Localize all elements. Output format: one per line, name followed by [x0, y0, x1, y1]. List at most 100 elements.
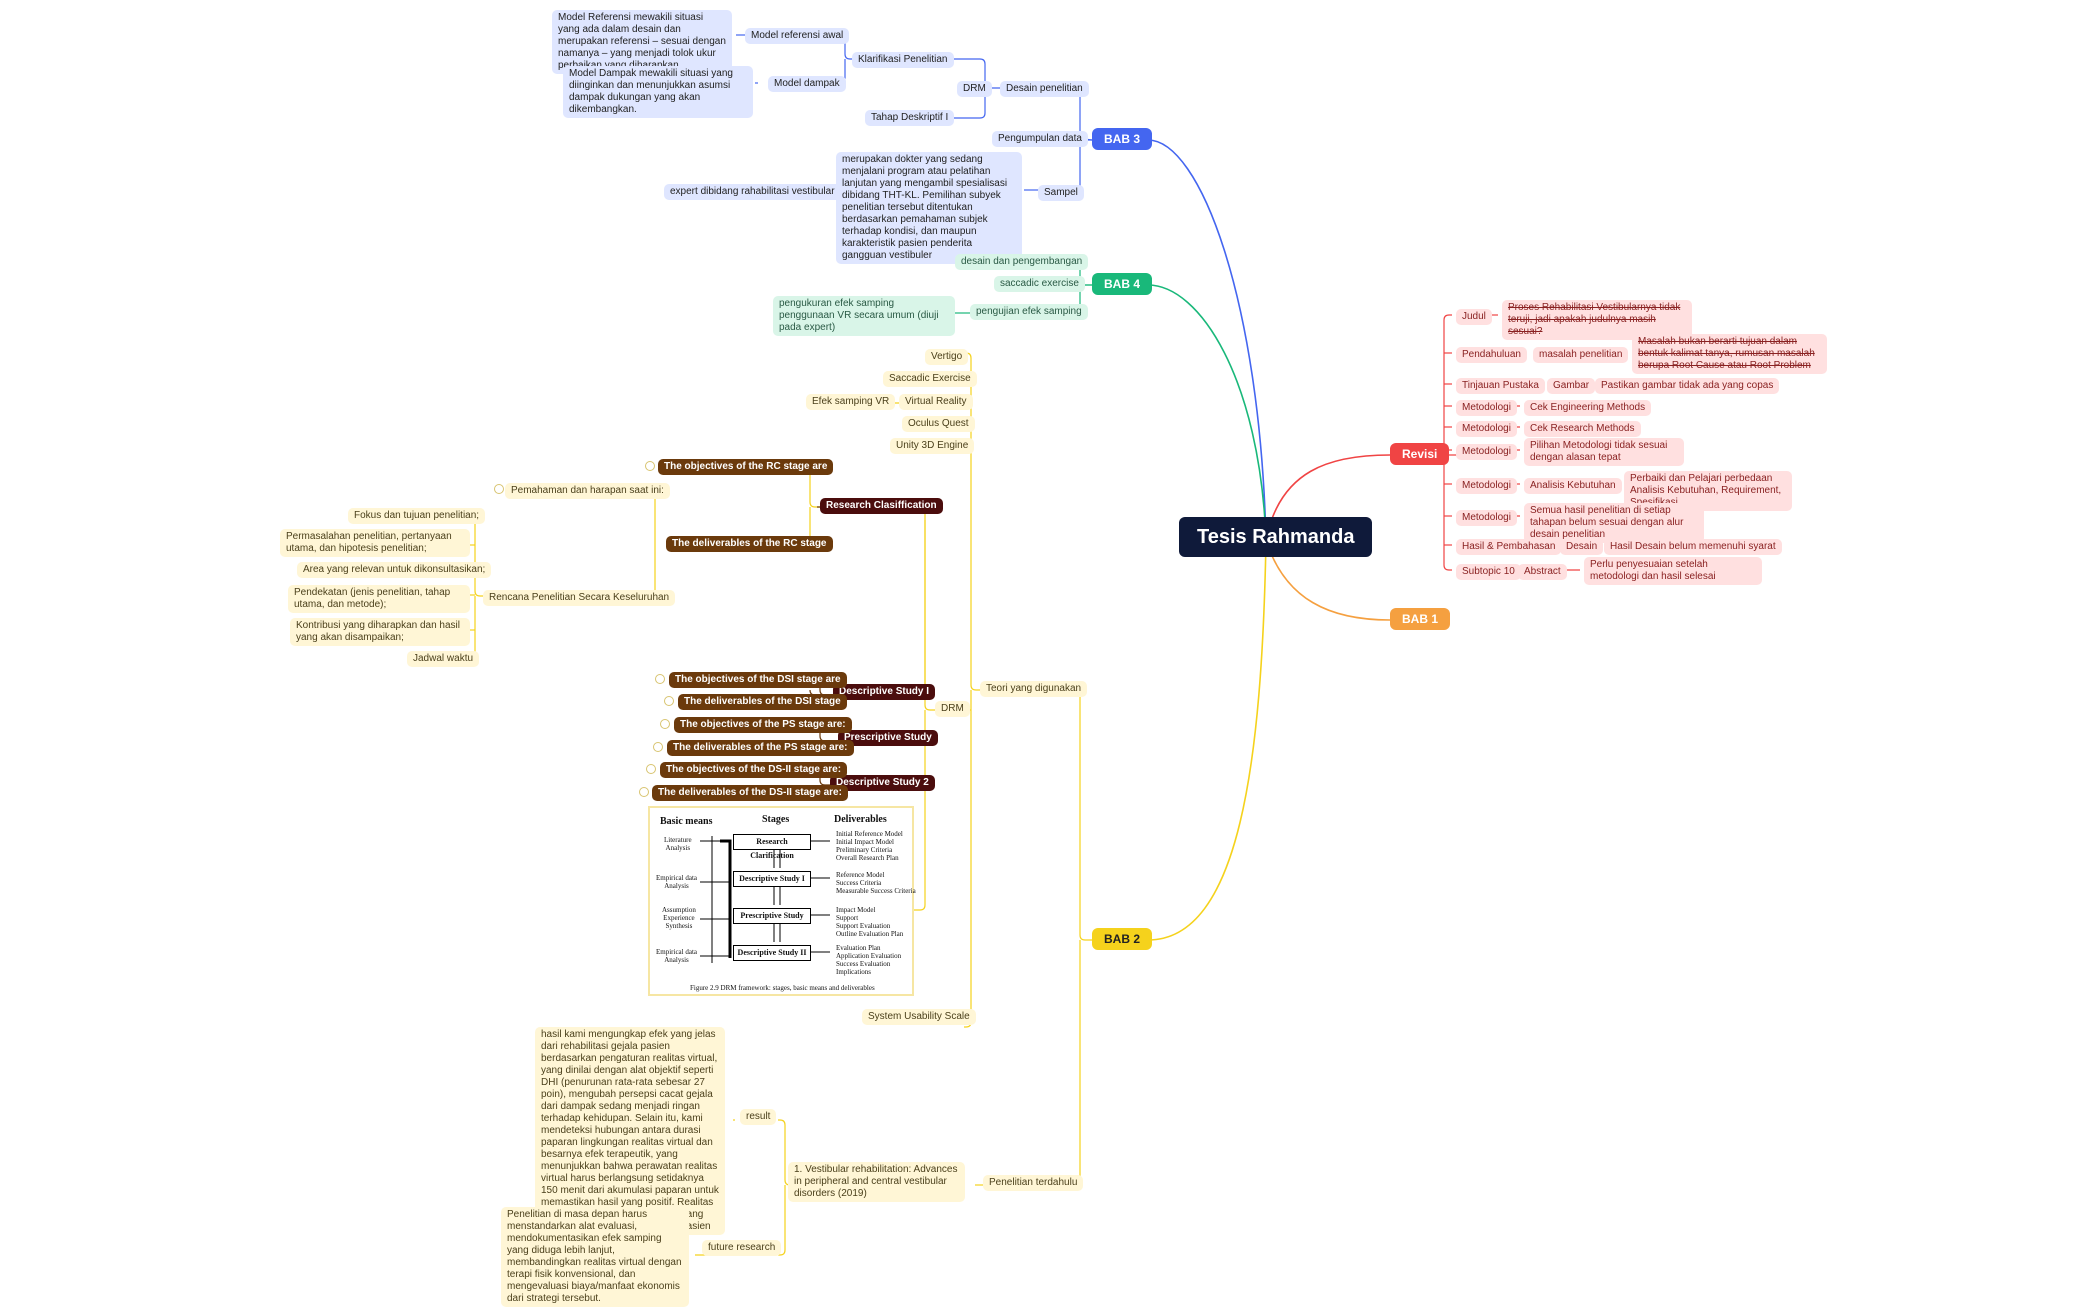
- revisi-masalah[interactable]: masalah penelitian: [1533, 347, 1629, 363]
- revisi-node[interactable]: Revisi: [1390, 443, 1450, 465]
- paper-node[interactable]: 1. Vestibular rehabilitation: Advances i…: [788, 1162, 965, 1202]
- oculus-node[interactable]: Oculus Quest: [902, 416, 975, 432]
- efek-vr-node[interactable]: Efek samping VR: [806, 394, 896, 410]
- vr-node[interactable]: Virtual Reality: [899, 394, 973, 410]
- rencana-item-6[interactable]: Jadwal waktu: [407, 651, 480, 667]
- revisi-tinjauan[interactable]: Tinjauan Pustaka: [1456, 378, 1545, 394]
- saccadic-exercise-node[interactable]: saccadic exercise: [994, 276, 1085, 292]
- drm-node[interactable]: DRM: [957, 81, 992, 97]
- revisi-judul[interactable]: Judul: [1456, 309, 1492, 325]
- figure-means-3: Assumption Experience Synthesis: [662, 906, 696, 930]
- saccadic-node[interactable]: Saccadic Exercise: [883, 371, 977, 387]
- revisi-subtopic[interactable]: Subtopic 10: [1456, 564, 1521, 580]
- vertigo-node[interactable]: Vertigo: [925, 349, 969, 365]
- model-referensi-desc[interactable]: Model Referensi mewakili situasi yang ad…: [552, 10, 732, 74]
- rencana-item-5[interactable]: Kontribusi yang diharapkan dan hasil yan…: [290, 618, 470, 646]
- revisi-pilihan[interactable]: Pilihan Metodologi tidak sesuai dengan a…: [1524, 438, 1684, 466]
- sampel-desc[interactable]: merupakan dokter yang sedang menjalani p…: [836, 152, 1022, 264]
- rencana-item-2[interactable]: Permasalahan penelitian, pertanyaan utam…: [280, 529, 470, 557]
- revisi-abstract[interactable]: Abstract: [1518, 564, 1567, 580]
- revisi-abstract-desc[interactable]: Perlu penyesuaian setelah metodologi dan…: [1584, 557, 1762, 585]
- revisi-pendahuluan[interactable]: Pendahuluan: [1456, 347, 1527, 363]
- drm-theory-node[interactable]: DRM: [935, 701, 970, 717]
- sus-node[interactable]: System Usability Scale: [862, 1009, 976, 1025]
- expert-node[interactable]: expert dibidang rahabilitasi vestibular: [664, 184, 841, 200]
- descriptive-study-1-node[interactable]: Descriptive Study I: [833, 684, 936, 700]
- prescriptive-study-node[interactable]: Prescriptive Study: [838, 730, 938, 746]
- revisi-gambar[interactable]: Gambar: [1547, 378, 1596, 394]
- root-node[interactable]: Tesis Rahmanda: [1179, 517, 1373, 557]
- desain-penelitian-node[interactable]: Desain penelitian: [1000, 81, 1089, 97]
- desain-pengembangan-node[interactable]: desain dan pengembangan: [955, 254, 1089, 270]
- research-clarification-node[interactable]: Research Clasiffication: [820, 498, 943, 514]
- ds1-deliverables-node[interactable]: The deliverables of the DSI stage: [678, 694, 847, 710]
- pengumpulan-data-node[interactable]: Pengumpulan data: [992, 131, 1088, 147]
- rencana-item-3[interactable]: Area yang relevan untuk dikonsultasikan;: [297, 562, 492, 578]
- rencana-item-1[interactable]: Fokus dan tujuan penelitian;: [348, 508, 486, 524]
- ps-objectives-node[interactable]: The objectives of the PS stage are:: [674, 717, 852, 733]
- revisi-metodologi-1[interactable]: Metodologi: [1456, 400, 1517, 416]
- revisi-metodologi-2[interactable]: Metodologi: [1456, 421, 1517, 437]
- bab2-node[interactable]: BAB 2: [1092, 928, 1153, 950]
- badge-circle[interactable]: [664, 696, 674, 706]
- pengujian-node[interactable]: pengujian efek samping: [970, 304, 1088, 320]
- revisi-gambar-desc[interactable]: Pastikan gambar tidak ada yang copas: [1595, 378, 1780, 394]
- descriptive-study-2-node[interactable]: Descriptive Study 2: [830, 775, 935, 791]
- figure-means-4: Empirical data Analysis: [656, 948, 698, 964]
- figure-deliverables-2: Reference Model Success Criteria Measura…: [836, 871, 916, 895]
- figure-stage-ds1: Descriptive Study I: [733, 871, 811, 887]
- badge-circle[interactable]: [639, 787, 649, 797]
- badge-circle[interactable]: [494, 484, 504, 494]
- revisi-hasil[interactable]: Hasil & Pembahasan: [1456, 539, 1562, 555]
- badge-circle[interactable]: [645, 461, 655, 471]
- rencana-node[interactable]: Rencana Penelitian Secara Keseluruhan: [483, 590, 676, 606]
- tahap-deskriptif-node[interactable]: Tahap Deskriptif I: [865, 110, 955, 126]
- figure-col-basic: Basic means: [660, 816, 713, 827]
- bab3-node[interactable]: BAB 3: [1092, 128, 1153, 150]
- bab4-node[interactable]: BAB 4: [1092, 273, 1153, 295]
- revisi-judul-desc[interactable]: Proses Rehabilitasi Vestibularnya tidak …: [1502, 300, 1692, 340]
- revisi-metodologi-3[interactable]: Metodologi: [1456, 444, 1517, 460]
- revisi-metodologi-5[interactable]: Metodologi: [1456, 510, 1517, 526]
- future-research-desc[interactable]: Penelitian di masa depan harus menstanda…: [501, 1207, 689, 1307]
- figure-caption: Figure 2.9 DRM framework: stages, basic …: [690, 984, 875, 992]
- model-referensi-awal-node[interactable]: Model referensi awal: [745, 28, 850, 44]
- revisi-cek-engineering[interactable]: Cek Engineering Methods: [1524, 400, 1652, 416]
- badge-circle[interactable]: [646, 764, 656, 774]
- future-research-node[interactable]: future research: [702, 1240, 782, 1256]
- model-dampak-desc[interactable]: Model Dampak mewakili situasi yang diing…: [563, 66, 753, 118]
- revisi-semua[interactable]: Semua hasil penelitian di setiap tahapan…: [1524, 503, 1704, 543]
- revisi-analisis[interactable]: Analisis Kebutuhan: [1524, 478, 1622, 494]
- bab1-node[interactable]: BAB 1: [1390, 608, 1451, 630]
- revisi-desain[interactable]: Desain: [1560, 539, 1604, 555]
- ds2-objectives-node[interactable]: The objectives of the DS-II stage are:: [660, 762, 848, 778]
- figure-arrows: [700, 836, 830, 963]
- figure-col-stages: Stages: [762, 814, 790, 825]
- penelitian-terdahulu-node[interactable]: Penelitian terdahulu: [983, 1175, 1084, 1191]
- unity-node[interactable]: Unity 3D Engine: [890, 438, 975, 454]
- sampel-node[interactable]: Sampel: [1038, 185, 1084, 201]
- pengujian-desc[interactable]: pengukuran efek samping penggunaan VR se…: [773, 296, 955, 336]
- ds1-objectives-node[interactable]: The objectives of the DSI stage are: [669, 672, 847, 688]
- pemahaman-node[interactable]: Pemahaman dan harapan saat ini:: [505, 483, 670, 499]
- figure-deliverables-3: Impact Model Support Support Evaluation …: [836, 906, 904, 938]
- ps-deliverables-node[interactable]: The deliverables of the PS stage are:: [667, 740, 854, 756]
- revisi-desain-desc[interactable]: Hasil Desain belum memenuhi syarat: [1604, 539, 1782, 555]
- badge-circle[interactable]: [655, 674, 665, 684]
- revisi-metodologi-4[interactable]: Metodologi: [1456, 478, 1517, 494]
- figure-stage-rc: Research Clarification: [733, 834, 811, 860]
- teori-node[interactable]: Teori yang digunakan: [980, 681, 1088, 697]
- badge-circle[interactable]: [653, 742, 663, 752]
- revisi-cek-research[interactable]: Cek Research Methods: [1524, 421, 1641, 437]
- ds2-deliverables-node[interactable]: The deliverables of the DS-II stage are:: [652, 785, 848, 801]
- rc-objectives-node[interactable]: The objectives of the RC stage are: [658, 459, 834, 475]
- revisi-masalah-desc[interactable]: Masalah bukan berarti tujuan dalam bentu…: [1632, 334, 1827, 374]
- klarifikasi-node[interactable]: Klarifikasi Penelitian: [852, 52, 954, 68]
- badge-circle[interactable]: [660, 719, 670, 729]
- rencana-item-4[interactable]: Pendekatan (jenis penelitian, tahap utam…: [288, 585, 470, 613]
- result-desc[interactable]: hasil kami mengungkap efek yang jelas da…: [535, 1027, 725, 1235]
- figure-stage-ps: Prescriptive Study: [733, 908, 811, 924]
- result-node[interactable]: result: [740, 1109, 777, 1125]
- rc-deliverables-node[interactable]: The deliverables of the RC stage: [666, 536, 833, 552]
- model-dampak-node[interactable]: Model dampak: [768, 76, 846, 92]
